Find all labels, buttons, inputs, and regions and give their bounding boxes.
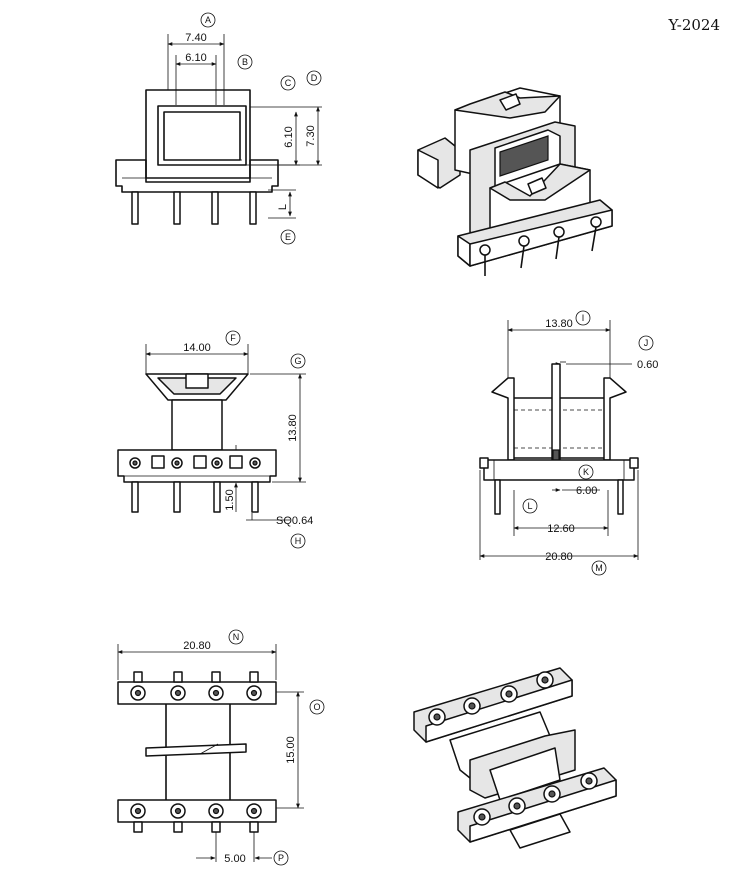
dim-e: L <box>277 204 289 210</box>
callout-f: F <box>225 330 241 346</box>
dim-pitch: 5.00 <box>224 853 245 865</box>
svg-text:H: H <box>295 536 302 546</box>
dim-d: 7.30 <box>305 125 317 146</box>
dim-a: 7.40 <box>185 32 206 44</box>
dim-side-top: 13.80 <box>545 318 573 330</box>
callout-h: H <box>290 533 306 549</box>
callout-d: D <box>306 70 322 86</box>
callout-c: C <box>280 75 296 91</box>
top-view: 7.40 6.10 6.10 7.30 L <box>115 32 322 225</box>
svg-text:A: A <box>205 15 211 25</box>
dim-gap: 6.00 <box>576 485 597 497</box>
callout-n: N <box>228 629 244 645</box>
callout-a: A <box>200 12 216 28</box>
svg-text:L: L <box>527 501 532 511</box>
dim-b: 6.10 <box>185 52 206 64</box>
side-view: 13.80 0.60 6.00 12.60 20.80 <box>479 318 658 563</box>
dim-wall: 0.60 <box>637 359 658 371</box>
dim-base: 20.80 <box>545 551 573 563</box>
dim-pin-length: 1.50 <box>224 489 236 510</box>
dim-width: 14.00 <box>183 342 211 354</box>
svg-text:G: G <box>294 356 301 366</box>
callout-g: G <box>290 353 306 369</box>
svg-text:K: K <box>583 467 589 477</box>
svg-text:M: M <box>595 563 603 573</box>
svg-text:C: C <box>285 78 292 88</box>
svg-text:O: O <box>313 702 320 712</box>
svg-text:D: D <box>311 73 318 83</box>
svg-text:E: E <box>285 232 291 242</box>
svg-text:J: J <box>644 338 649 348</box>
svg-text:N: N <box>233 632 240 642</box>
dim-inner: 12.60 <box>547 523 575 535</box>
isometric-top <box>417 87 613 276</box>
callout-p: P <box>273 850 289 866</box>
dim-bottom-width: 20.80 <box>183 640 211 652</box>
callout-j: J <box>638 335 654 351</box>
svg-text:F: F <box>230 333 236 343</box>
svg-text:B: B <box>242 57 248 67</box>
dim-bottom-height: 15.00 <box>285 736 297 764</box>
callout-e: E <box>280 229 296 245</box>
callout-l: L <box>522 498 538 514</box>
callout-k: K <box>578 464 594 480</box>
svg-text:P: P <box>278 853 284 863</box>
dim-c: 6.10 <box>283 126 295 147</box>
callout-b: B <box>237 54 253 70</box>
callout-o: O <box>309 699 325 715</box>
dim-pin-square: SQ0.64 <box>276 515 313 527</box>
bottom-view: 20.80 15.00 5.00 <box>117 640 304 865</box>
front-view: 14.00 13.80 1.50 SQ0.64 <box>117 342 313 527</box>
part-code: Y-2024 <box>668 16 721 34</box>
callout-i: I <box>575 310 591 326</box>
isometric-bottom <box>413 667 617 849</box>
svg-text:I: I <box>582 313 585 323</box>
callout-m: M <box>591 560 607 576</box>
dim-height: 13.80 <box>287 414 299 442</box>
